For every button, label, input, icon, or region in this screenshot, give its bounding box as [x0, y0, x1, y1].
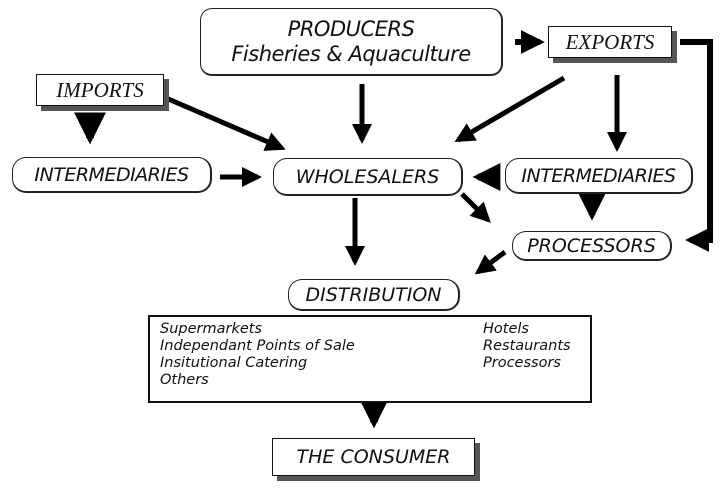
processors-node: PROCESSORS	[512, 231, 672, 261]
arrow-wholesalers-to-processors	[460, 192, 491, 223]
channel-item: Insitutional Catering	[160, 355, 308, 371]
channel-item: Independant Points of Sale	[160, 338, 355, 354]
channel-item: Supermarkets	[160, 321, 263, 337]
arrow-exports-to-wholesalers	[454, 75, 566, 143]
distribution-channels-box: Supermarkets Independant Points of Sale …	[148, 315, 592, 403]
producers-node: PRODUCERS Fisheries & Aquaculture	[200, 8, 503, 76]
intermediaries-left-node: INTERMEDIARIES	[12, 157, 212, 193]
distribution-node: DISTRIBUTION	[288, 279, 460, 311]
producers-title: PRODUCERS	[287, 16, 415, 41]
producers-subtitle: Fisheries & Aquaculture	[231, 41, 471, 66]
imports-node: IMPORTS	[36, 74, 164, 106]
arrow-imports-to-wholesalers	[165, 95, 286, 151]
arrow-exports-to-processors	[680, 39, 713, 252]
channel-item: Hotels	[483, 321, 529, 337]
exports-node: EXPORTS	[548, 26, 672, 58]
channels-left-column: Supermarkets Independant Points of Sale …	[160, 321, 355, 389]
channel-item: Restaurants	[483, 338, 571, 354]
intermediaries-right-node: INTERMEDIARIES	[505, 158, 693, 194]
channel-item: Processors	[483, 355, 561, 371]
channels-right-column: Hotels Restaurants Processors	[483, 321, 571, 372]
wholesalers-node: WHOLESALERS	[273, 158, 463, 196]
consumer-node: THE CONSUMER	[272, 438, 475, 476]
channel-item: Others	[160, 372, 209, 388]
arrow-processors-to-distribution	[474, 249, 507, 275]
